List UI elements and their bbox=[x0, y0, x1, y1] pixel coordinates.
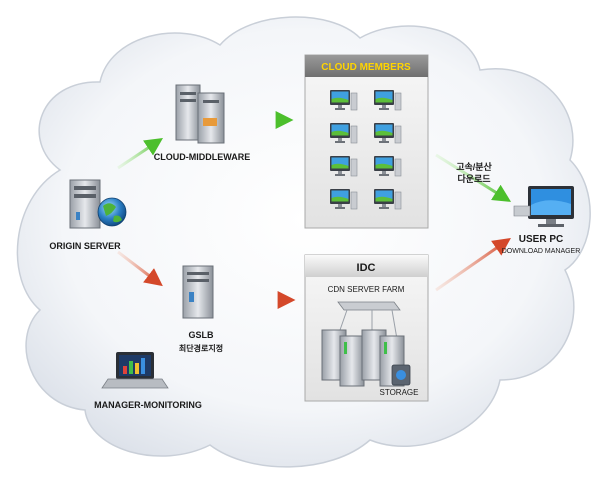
origin-server: ORIGIN SERVER bbox=[49, 179, 127, 251]
cloud-members-panel: CLOUD MEMBERS bbox=[304, 54, 429, 229]
user-pc-label: USER PC bbox=[519, 234, 563, 245]
arrow-cloud-to-userpc bbox=[435, 153, 512, 202]
cloud-middleware: CLOUD-MIDDLEWARE bbox=[154, 84, 251, 162]
cloud-middleware-label: CLOUD-MIDDLEWARE bbox=[154, 152, 251, 162]
idc-panel: IDC CDN SERVER FARM STORAGE bbox=[304, 254, 429, 402]
switch-icon bbox=[337, 301, 401, 346]
origin-server-label: ORIGIN SERVER bbox=[49, 241, 121, 251]
server-icon bbox=[69, 179, 101, 229]
idc-title: IDC bbox=[357, 262, 376, 274]
globe-icon bbox=[97, 197, 127, 227]
download-label-line1: 고속/분산 bbox=[456, 161, 492, 172]
manager-monitoring-label: MANAGER-MONITORING bbox=[94, 400, 202, 410]
user-pc: USER PC DOWNLOAD MANAGER bbox=[502, 186, 581, 255]
manager-monitoring: MANAGER-MONITORING bbox=[94, 352, 202, 410]
user-pc-sublabel: DOWNLOAD MANAGER bbox=[502, 248, 581, 255]
cloud-members-title: CLOUD MEMBERS bbox=[321, 62, 411, 73]
arrow-origin-to-gslb bbox=[117, 250, 163, 287]
server-icon bbox=[182, 265, 214, 319]
flow-arrows bbox=[117, 111, 512, 309]
gslb-label: GSLB bbox=[188, 330, 214, 340]
arrow-origin-to-middleware bbox=[117, 138, 163, 170]
arrow-idc-to-userpc bbox=[435, 237, 511, 292]
cloud-members-header bbox=[305, 55, 428, 77]
gslb-node: GSLB 최단경로지정 bbox=[179, 265, 223, 353]
gslb-sublabel: 최단경로지정 bbox=[179, 343, 223, 353]
cdn-server-farm-label: CDN SERVER FARM bbox=[328, 285, 405, 294]
storage-icon bbox=[391, 364, 411, 386]
laptop-icon bbox=[101, 352, 169, 389]
monitor-icon bbox=[513, 186, 574, 227]
storage-label: STORAGE bbox=[380, 388, 419, 397]
download-label-line2: 다운로드 bbox=[457, 173, 491, 184]
idc-header bbox=[305, 255, 428, 277]
cloud-background bbox=[16, 16, 591, 468]
server-pair-icon bbox=[175, 84, 225, 144]
